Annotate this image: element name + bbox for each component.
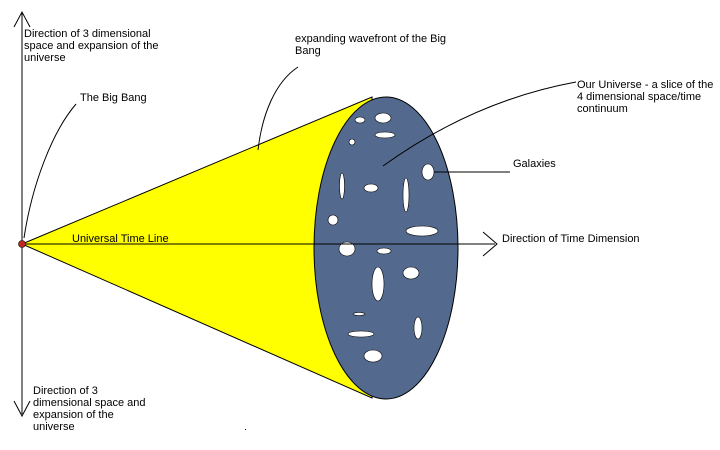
galaxy [377, 248, 391, 254]
time-direction-label: Direction of Time Dimension [502, 233, 672, 245]
galaxy [403, 267, 419, 279]
galaxy [328, 215, 338, 225]
galaxy [353, 313, 365, 316]
galaxy [364, 350, 382, 362]
galaxy [355, 117, 365, 123]
big-bang-label: The Big Bang [80, 92, 190, 104]
galaxy [375, 113, 391, 123]
time-line-label: Universal Time Line [72, 233, 212, 245]
galaxy [375, 132, 395, 138]
stray-dot [245, 429, 246, 430]
our-universe-label: Our Universe - a slice of the 4 dimensio… [577, 79, 717, 115]
space-axis-bottom-label: Direction of 3 dimensional space and exp… [33, 385, 158, 433]
big-bang-point [19, 241, 26, 248]
galaxy [406, 226, 438, 236]
galaxy [364, 184, 378, 192]
galaxy [422, 164, 434, 180]
big-bang-leader [24, 104, 76, 238]
galaxy [414, 317, 422, 339]
galaxies-label: Galaxies [513, 158, 593, 170]
galaxy [372, 267, 384, 301]
galaxy [348, 331, 374, 337]
galaxy [403, 178, 409, 212]
space-axis-top-label: Direction of 3 dimensional space and exp… [24, 28, 179, 64]
galaxy [349, 139, 355, 145]
wavefront-label: expanding wavefront of the Big Bang [295, 33, 465, 57]
galaxy [340, 173, 345, 199]
